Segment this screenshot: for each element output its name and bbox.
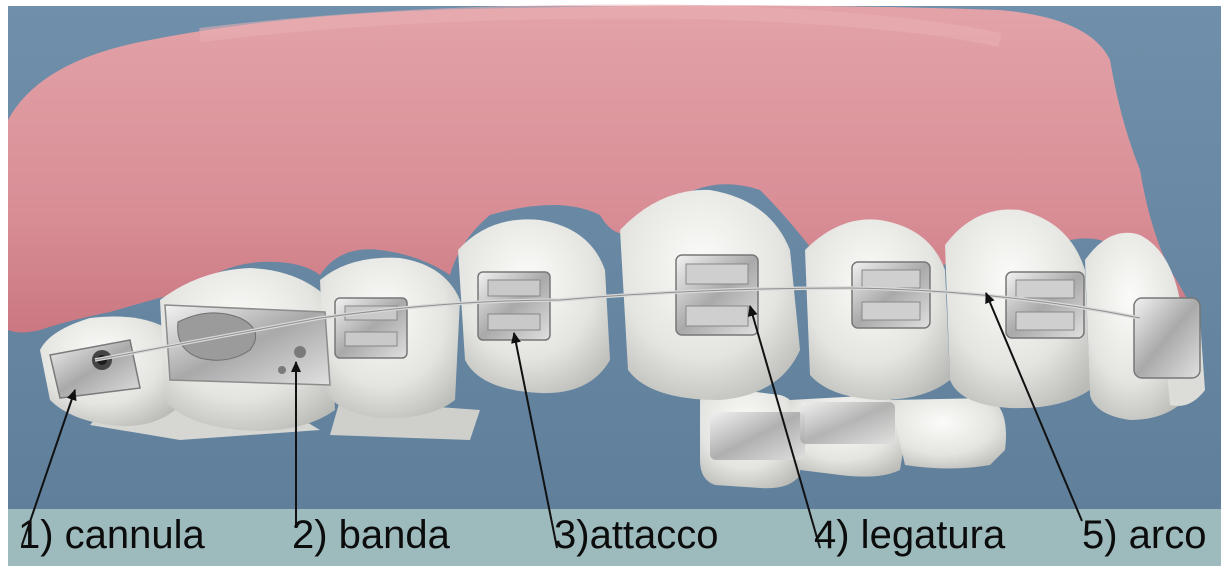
label-cannula: 1) cannula — [18, 515, 205, 555]
label-legatura: 4) legatura — [814, 515, 1005, 555]
label-arco: 5) arco — [1082, 515, 1207, 555]
label-attacco: 3)attacco — [554, 515, 719, 555]
molar-band — [165, 305, 330, 385]
label-banda: 2) banda — [292, 515, 450, 555]
